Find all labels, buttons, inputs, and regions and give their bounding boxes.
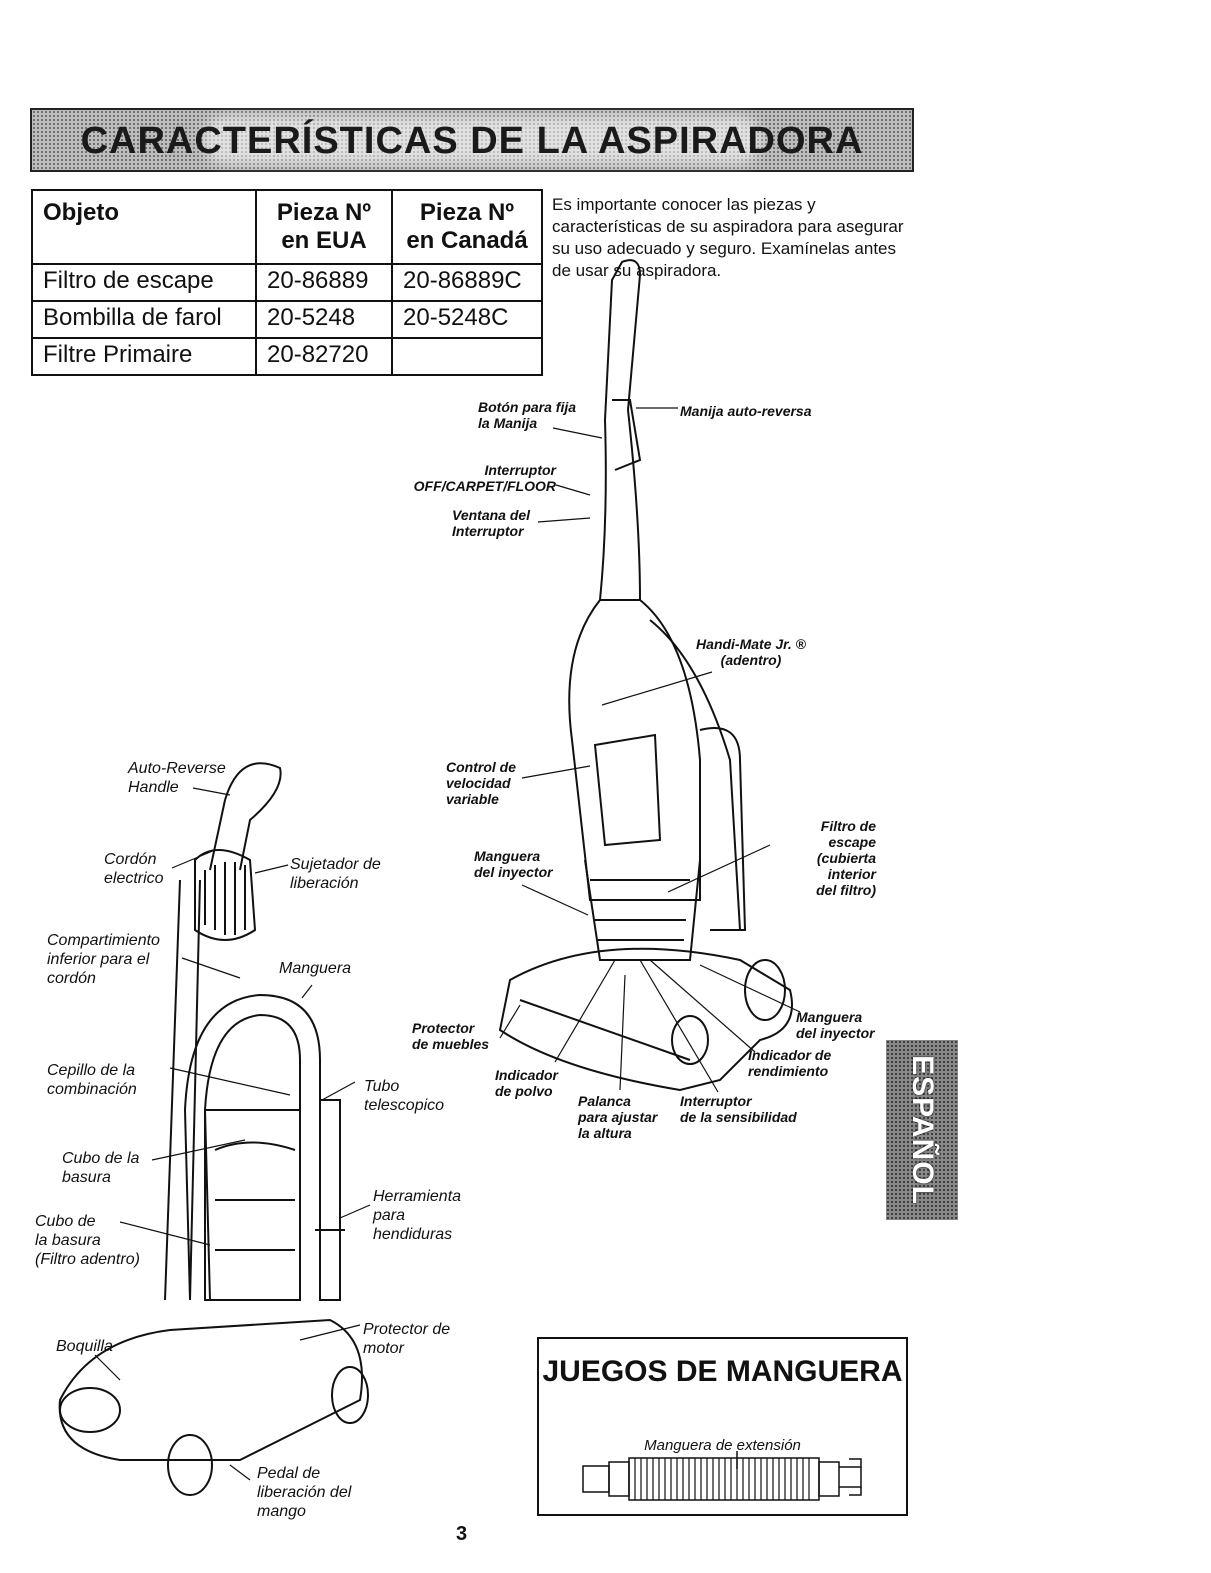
label-boton-fija: Botón para fija la Manija [478,399,577,431]
label-auto-reverse-handle: Auto-Reverse Handle [128,760,226,796]
label-cubo-filtro: Cubo de la basura (Filtro adentro) [35,1213,140,1268]
hose-set-title: JUEGOS DE MANGUERA [542,1355,903,1388]
table-cell: 20-86889 [255,263,393,302]
page-title: CARACTERÍSTICAS DE LA ASPIRADORA [80,120,864,162]
label-manguera-inyector-left: Manguera del inyector [474,848,553,880]
table-cell: Filtro de escape [31,263,257,302]
table-cell: 20-82720 [255,337,393,376]
label-cordon: Cordón electrico [104,851,164,887]
extension-hose-icon [582,1451,862,1501]
upright-vacuum-drawing [498,259,793,1092]
label-protector-motor: Protector de motor [363,1321,451,1357]
label-palanca: Palanca para ajustar la altura [578,1093,658,1141]
hose-ribs [634,1458,810,1500]
label-sujetador: Sujetador de liberación [290,856,381,892]
label-cubo-basura: Cubo de la basura [62,1150,140,1186]
label-cepillo: Cepillo de la combinación [47,1062,137,1098]
table-row: Filtro de escape 20-86889 20-86889C [31,263,543,302]
label-manija-auto-reversa: Manija auto-reversa [680,403,812,419]
label-control-velocidad: Control de velocidad variable [446,759,516,807]
label-indicador-polvo: Indicador de polvo [495,1067,559,1099]
label-manguera: Manguera [279,960,352,977]
hose-set-box: JUEGOS DE MANGUERA Manguera de extensión [537,1337,908,1516]
label-tubo-telescopico: Tubo telescopico [364,1078,445,1114]
label-pedal: Pedal de liberación del mango [257,1465,352,1520]
language-tab-label: ESPAÑOL [906,1055,939,1205]
header-pieza-eua: Pieza Nº en EUA [255,189,393,265]
label-herramienta: Herramienta para hendiduras [373,1188,462,1243]
hose-extension-label: Manguera de extensión [644,1437,801,1454]
label-boquilla: Boquilla [56,1338,113,1355]
intro-paragraph: Es importante conocer las piezas y carac… [552,195,904,280]
label-handi-mate: Handi-Mate Jr. ® (adentro) [696,636,806,668]
label-ventana: Ventana del Interruptor [452,507,531,539]
label-interruptor-sensibilidad: Interruptor de la sensibilidad [680,1093,797,1125]
table-row: Bombilla de farol 20-5248 20-5248C [31,300,543,339]
header-pieza-canada: Pieza Nº en Canadá [391,189,543,265]
banner-glow [202,116,762,164]
language-tab: ESPAÑOL [886,1040,958,1220]
table-cell: Bombilla de farol [31,300,257,339]
table-cell: 20-5248C [391,300,543,339]
table-row: Filtre Primaire 20-82720 [31,337,543,376]
leader-lines [94,407,801,1481]
table-header-row: Objeto Pieza Nº en EUA Pieza Nº en Canad… [31,189,543,265]
table-cell: Filtre Primaire [31,337,257,376]
table-cell: 20-86889C [391,263,543,302]
label-filtro-escape: Filtro de escape (cubierta interior del … [816,818,876,898]
label-protector-muebles: Protector de muebles [412,1020,490,1052]
label-indicador-rendimiento: Indicador de rendimiento [748,1047,832,1079]
header-objeto: Objeto [31,189,257,265]
parts-table: Objeto Pieza Nº en EUA Pieza Nº en Canad… [31,189,543,376]
page-number: 3 [456,1523,468,1545]
label-compartimiento: Compartimiento inferior para el cordón [47,932,160,987]
table-cell: 20-5248 [255,300,393,339]
label-interruptor: Interruptor OFF/CARPET/FLOOR [413,462,556,494]
table-cell [391,337,543,376]
label-manguera-inyector-right: Manguera del inyector [796,1009,875,1041]
section-banner: CARACTERÍSTICAS DE LA ASPIRADORA [30,108,914,172]
